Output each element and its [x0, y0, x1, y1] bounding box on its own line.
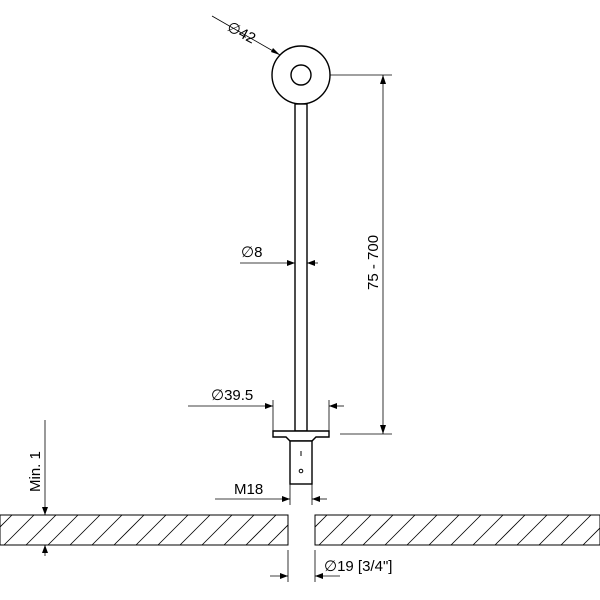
- flange-diameter-dimension: ∅39.5: [188, 387, 344, 431]
- hatch-line: [267, 524, 288, 545]
- hatch-line: [3, 515, 35, 545]
- length-range-label: 75 - 700: [365, 235, 382, 290]
- hole-diameter-label: ∅19 [3/4"]: [324, 558, 392, 575]
- rosette-diameter-label: ∅42: [224, 19, 258, 48]
- hatch-line: [312, 515, 342, 545]
- thread-dimension: M18: [215, 481, 327, 505]
- rod: [294, 103, 308, 432]
- hatch-line: [516, 515, 548, 545]
- rod-diameter-dimension: ∅8: [240, 244, 318, 266]
- hatch-line: [157, 515, 189, 545]
- flange: [272, 430, 330, 442]
- hatch-line: [275, 515, 305, 545]
- rosette: [271, 45, 331, 105]
- hatch-line: [315, 515, 328, 528]
- thread-label: M18: [234, 481, 263, 498]
- hatch-line: [113, 515, 145, 545]
- hatch-line: [428, 515, 460, 545]
- hatch-line: [384, 515, 416, 545]
- hatch-line: [494, 515, 526, 545]
- hatch-line: [69, 515, 101, 545]
- threaded-stud: [289, 440, 313, 485]
- rosette-diameter-dimension: ∅42: [211, 15, 281, 56]
- hatch-line: [179, 515, 211, 545]
- hatch-line: [47, 515, 79, 545]
- rod-diameter-label: ∅8: [241, 244, 262, 261]
- hatch-line: [362, 515, 394, 545]
- hatch-line: [560, 515, 592, 545]
- hatch-line: [91, 515, 123, 545]
- hatch-line: [472, 515, 504, 545]
- hatch-line: [0, 515, 13, 528]
- hatch-line: [582, 527, 600, 545]
- hatch-line: [318, 515, 350, 545]
- hatch-line: [223, 515, 255, 545]
- hatch-line: [340, 515, 372, 545]
- flange-diameter-label: ∅39.5: [211, 387, 253, 404]
- hatch-line: [538, 515, 570, 545]
- hatch-line: [135, 515, 167, 545]
- min-thickness-label: Min. 1: [27, 451, 44, 492]
- min-thickness-dimension: Min. 1: [27, 420, 48, 556]
- hatch-line: [25, 515, 57, 545]
- mounting-surface-left: [0, 514, 342, 546]
- hatch-line: [245, 515, 277, 545]
- mounting-surface-right: [275, 514, 600, 546]
- hatch-line: [450, 515, 482, 545]
- hole-diameter-dimension: ∅19 [3/4"]: [270, 550, 392, 582]
- hatch-line: [201, 515, 233, 545]
- length-dimension: 75 - 700: [330, 74, 392, 435]
- hatch-line: [406, 515, 438, 545]
